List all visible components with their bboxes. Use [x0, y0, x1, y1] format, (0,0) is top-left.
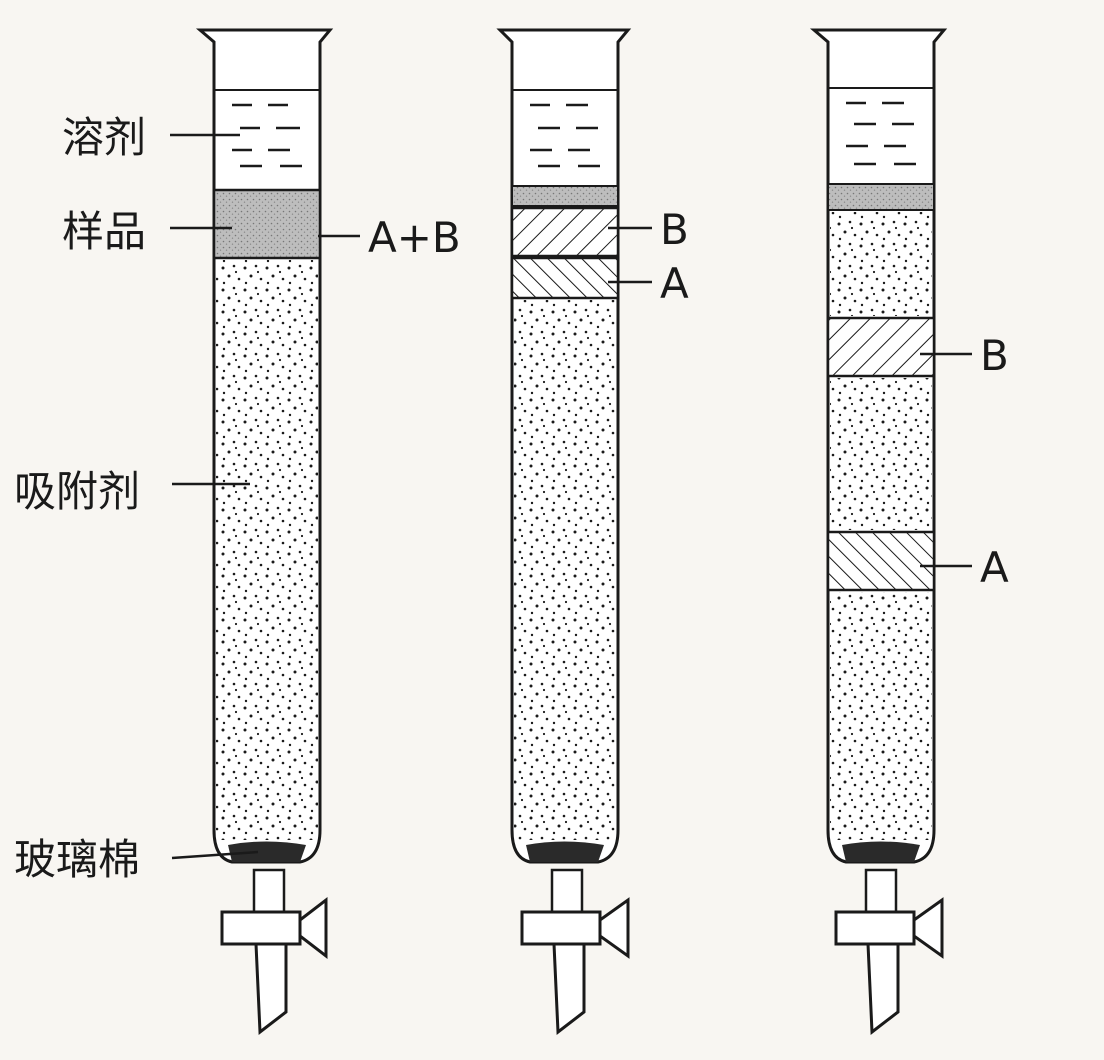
column-3-band-a [826, 530, 936, 592]
label-col2-b: B [660, 205, 689, 254]
column-1-glass-wool [228, 841, 306, 862]
column-2-adsorbent [514, 300, 616, 840]
label-col2-a: A [660, 259, 689, 308]
column-3-sample-residue [827, 183, 935, 211]
label-col3-b: B [980, 331, 1009, 380]
column-3-solvent [846, 101, 916, 166]
column-1-solvent [232, 103, 302, 168]
column-3 [809, 28, 948, 1035]
column-1-band-ab [212, 188, 322, 260]
label-adsorbent: 吸附剂 [14, 467, 140, 516]
label-solvent: 溶剂 [62, 113, 146, 162]
leader-lines [170, 133, 972, 860]
label-col3-a: A [980, 543, 1009, 592]
column-3-adsorbent-middle [830, 378, 932, 530]
column-1-adsorbent [216, 260, 318, 840]
column-2-band-a [510, 256, 620, 300]
label-ab: A+B [368, 213, 461, 262]
label-sample: 样品 [62, 207, 146, 256]
leader-glass-wool [171, 850, 259, 860]
column-2-band-b [510, 206, 620, 258]
column-2-sample-residue [511, 185, 619, 207]
column-1 [195, 28, 334, 1035]
column-3-band-b [826, 316, 936, 378]
column-3-adsorbent-lower [830, 592, 932, 840]
column-3-stopcock [834, 868, 944, 1035]
column-1-stopcock [220, 868, 328, 1035]
column-3-adsorbent-upper [830, 212, 932, 316]
column-2-solvent [530, 103, 600, 168]
label-glass-wool: 玻璃棉 [14, 835, 140, 884]
column-2-glass-wool [526, 841, 604, 862]
column-2 [496, 28, 632, 1035]
column-2-stopcock [520, 868, 630, 1035]
column-3-glass-wool [842, 841, 920, 862]
